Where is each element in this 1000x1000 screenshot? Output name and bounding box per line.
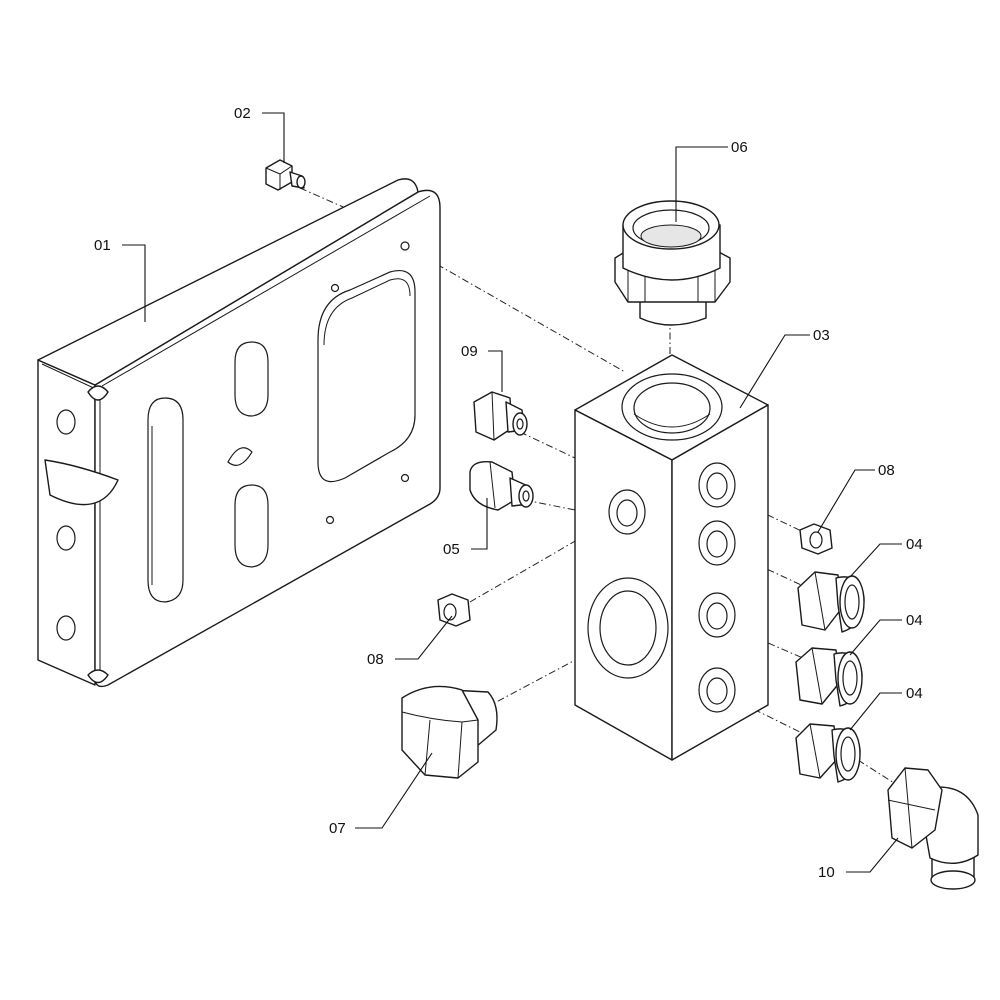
callout-04-top: 04 [906, 536, 923, 553]
callout-07: 07 [329, 820, 346, 837]
callout-08-left: 08 [367, 651, 384, 668]
callout-05: 05 [443, 541, 460, 558]
callout-08-right: 08 [878, 462, 895, 479]
callout-03: 03 [813, 327, 830, 344]
callout-09: 09 [461, 343, 478, 360]
callout-04-middle: 04 [906, 612, 923, 629]
screw-part-02 [265, 159, 306, 191]
fitting-part-09 [473, 391, 528, 441]
callout-02: 02 [234, 105, 251, 122]
plug-part-05 [469, 461, 534, 511]
fitting-part-04-top [797, 571, 865, 633]
callout-01: 01 [94, 237, 111, 254]
manifold-block-part-03 [574, 354, 769, 761]
small-plug-part-08-right [799, 523, 833, 555]
leader-lines [122, 112, 902, 873]
mounting-plate-part-01 [37, 178, 441, 688]
small-plug-part-08-left [437, 593, 471, 627]
fitting-part-06 [614, 200, 731, 326]
callout-labels: 01 02 03 04 04 04 05 06 07 08 08 09 10 [94, 105, 923, 881]
elbow-fitting-part-10 [887, 767, 979, 890]
callout-04-bottom: 04 [906, 685, 923, 702]
callout-06: 06 [731, 139, 748, 156]
callout-10: 10 [818, 864, 835, 881]
fitting-part-04-bottom [795, 723, 861, 783]
large-plug-part-07 [401, 685, 498, 779]
fitting-part-04-middle [795, 647, 863, 707]
